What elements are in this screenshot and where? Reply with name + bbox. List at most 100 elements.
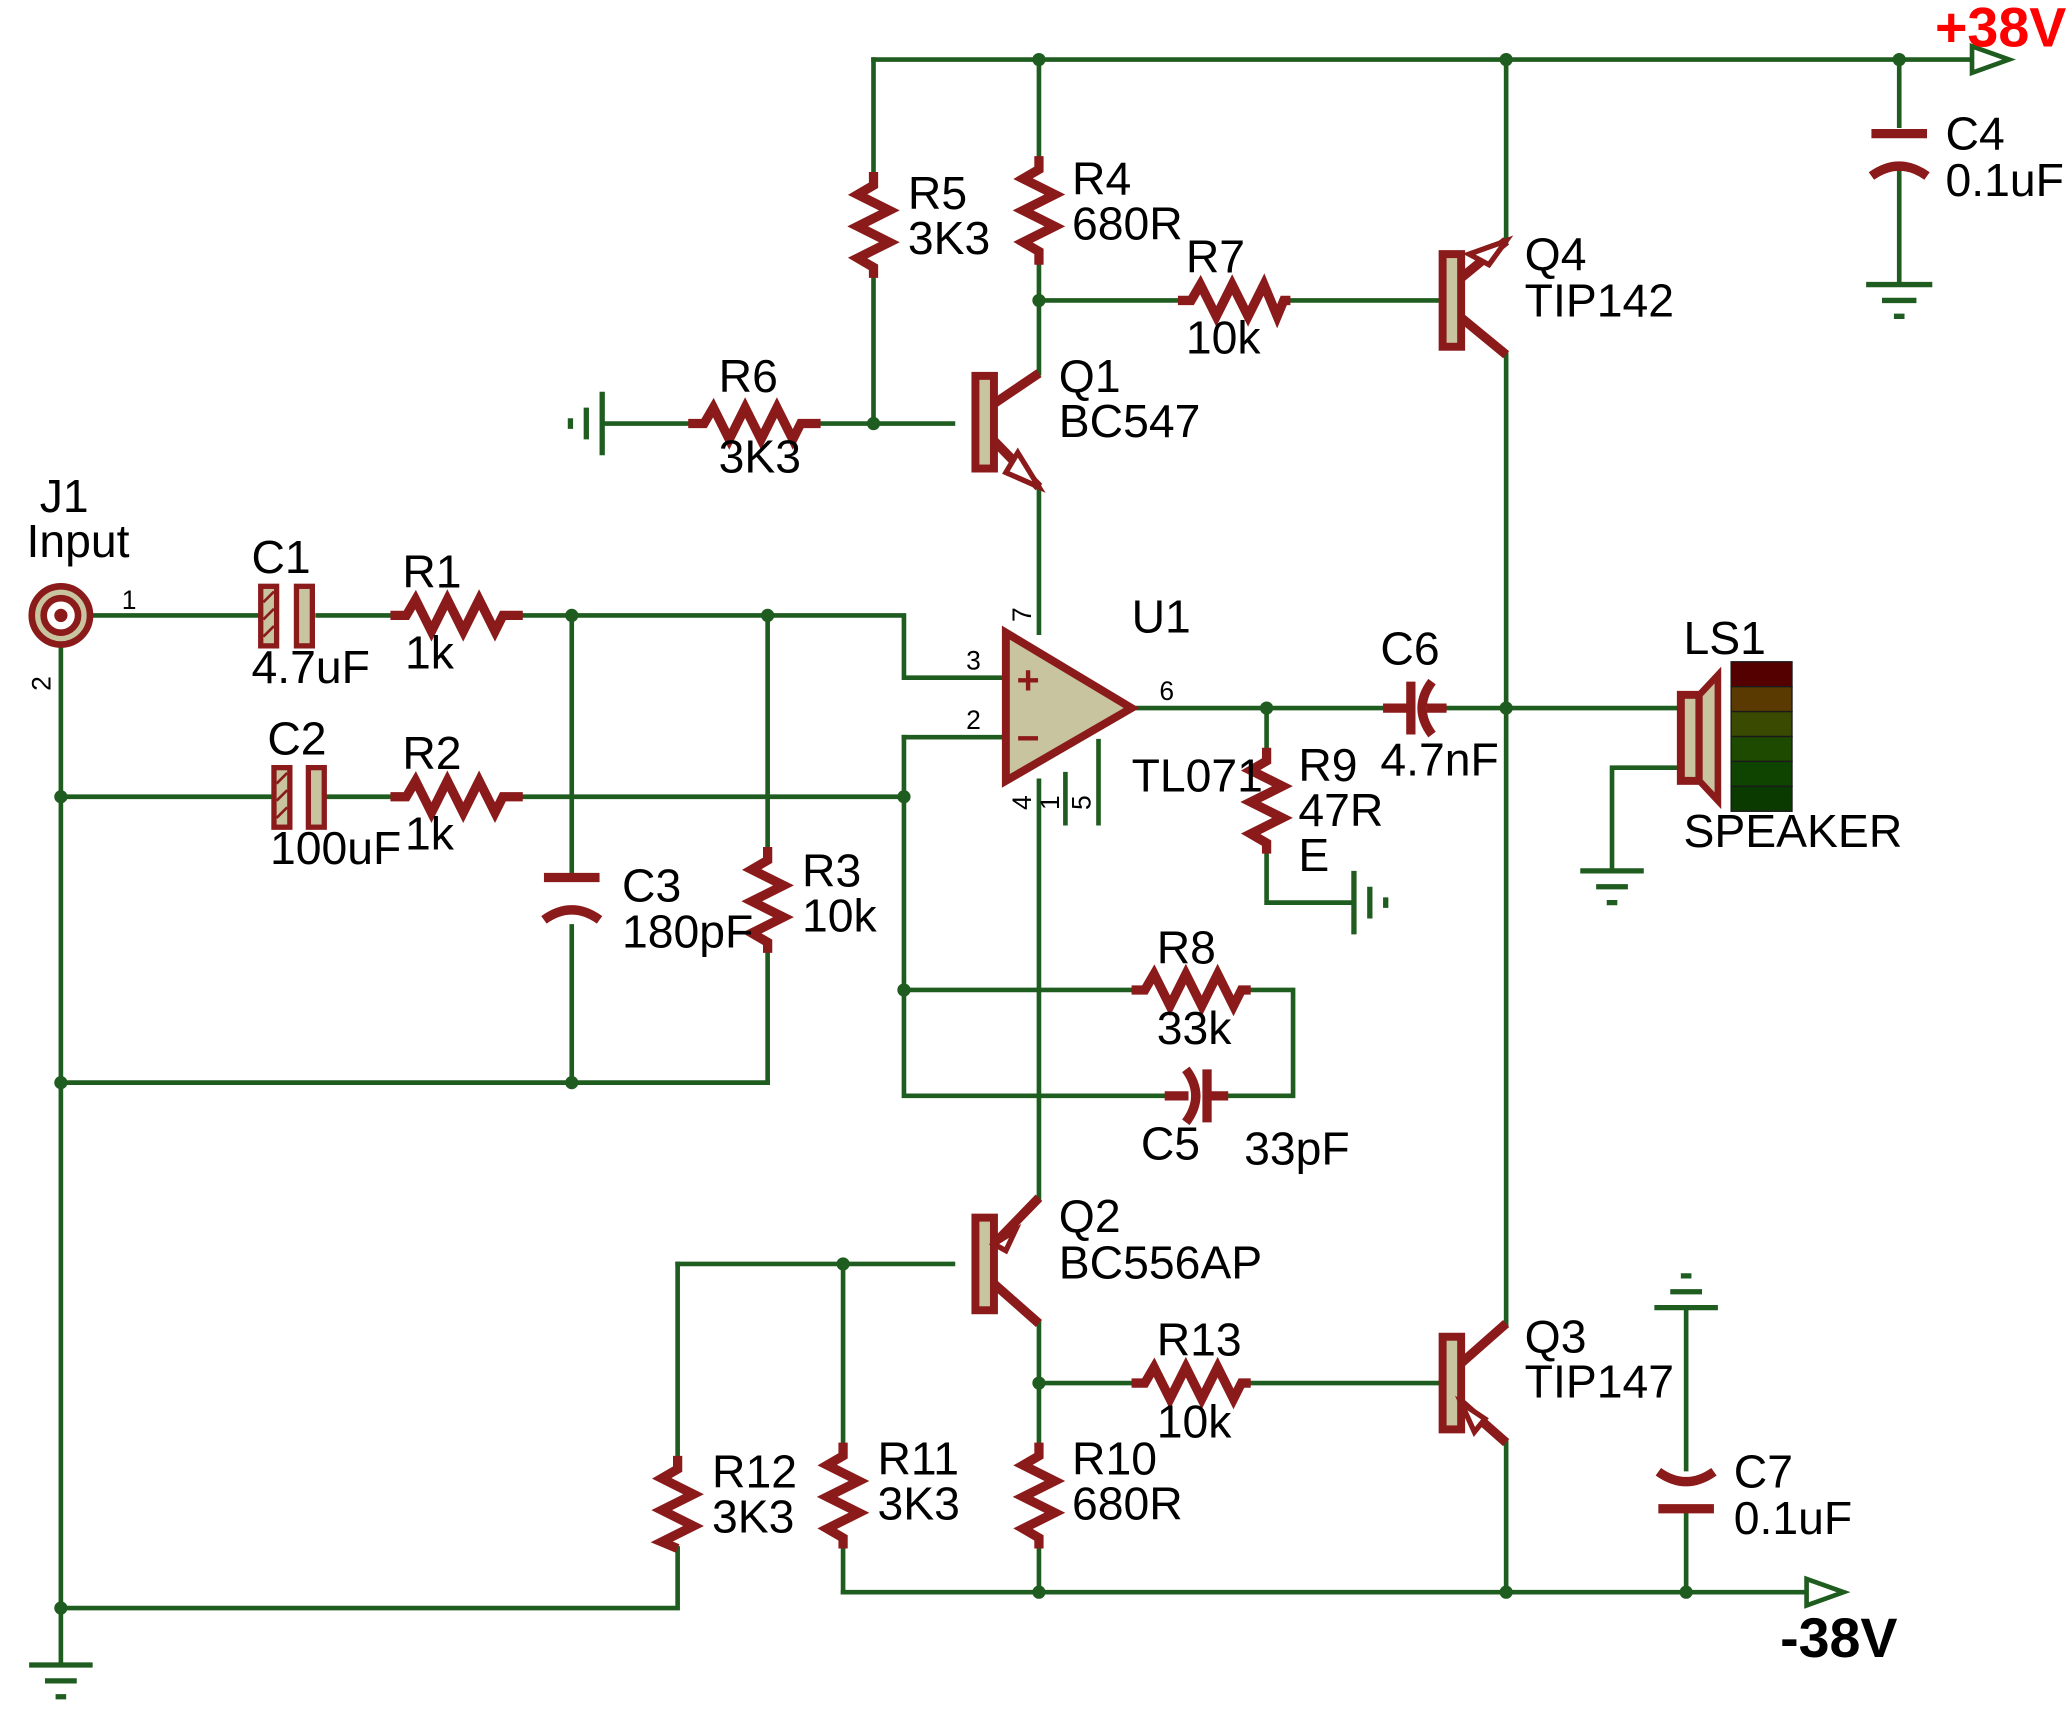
speaker-level-segment [1730,710,1793,738]
svg-text:3K3: 3K3 [712,1491,794,1543]
svg-text:R2: R2 [402,727,461,779]
resistor-r9: R9 47R E [1240,739,1383,881]
svg-text:R8: R8 [1157,922,1216,974]
svg-text:3K3: 3K3 [877,1477,959,1529]
svg-text:LS1: LS1 [1683,612,1765,664]
resistor-r7: R7 10k [1177,231,1291,363]
capacitor-c5: C5 33pF [1141,1066,1350,1175]
svg-text:1: 1 [122,585,137,615]
svg-text:4: 4 [1007,795,1037,810]
svg-text:SPEAKER: SPEAKER [1683,805,1902,857]
svg-text:4.7nF: 4.7nF [1380,734,1498,786]
svg-text:6: 6 [1159,676,1174,706]
svg-text:−: − [1016,717,1039,761]
svg-text:33pF: 33pF [1244,1123,1350,1175]
resistor-r6: R6 3K3 [688,350,821,482]
svg-text:Input: Input [26,515,129,567]
svg-text:-38V: -38V [1780,1607,1897,1669]
svg-text:TL071: TL071 [1132,749,1263,801]
svg-text:R5: R5 [908,167,967,219]
resistor-r5: R5 3K3 [847,167,990,278]
resistor-r2: R2 1k [390,727,523,860]
junction-dots [54,52,1906,1615]
svg-text:47R: 47R [1298,784,1383,836]
speaker-level-segment [1730,760,1793,788]
positive-rail-terminal: +38V [1935,0,2066,77]
svg-text:U1: U1 [1132,591,1191,643]
svg-text:R3: R3 [802,845,861,897]
capacitor-c3: C3 180pF [541,859,753,958]
resistor-r11: R11 3K3 [816,1432,960,1549]
capacitor-c7: C7 0.1uF [1655,1446,1852,1544]
speaker-level-segment [1730,735,1793,763]
svg-text:Q1: Q1 [1059,350,1121,402]
svg-text:100uF: 100uF [270,822,401,874]
svg-text:BC547: BC547 [1059,395,1201,447]
svg-text:R10: R10 [1072,1432,1157,1484]
svg-text:C6: C6 [1380,622,1439,674]
svg-text:1k: 1k [405,626,455,678]
svg-text:R13: R13 [1157,1313,1242,1365]
capacitor-c2: C2 100uF [267,712,401,874]
svg-text:7: 7 [1007,607,1037,622]
ground-symbol [29,281,1933,1700]
speaker-level-meter [1730,661,1793,812]
svg-text:180pF: 180pF [622,906,753,958]
svg-text:680R: 680R [1072,198,1183,250]
svg-text:C5: C5 [1141,1117,1200,1169]
speaker-ls1: LS1 SPEAKER [1676,612,1902,857]
svg-text:2: 2 [966,705,981,735]
input-connector-j1: J1 Input 1 2 [26,470,136,691]
svg-text:J1: J1 [40,470,89,522]
svg-text:E: E [1298,829,1329,881]
svg-text:R11: R11 [877,1432,959,1484]
svg-text:680R: 680R [1072,1477,1183,1529]
transistor-q2: Q2 BC556AP [971,1190,1262,1327]
svg-text:C3: C3 [622,859,681,911]
wires [58,57,1975,1664]
svg-text:10k: 10k [1186,311,1262,363]
svg-text:3K3: 3K3 [719,430,801,482]
resistor-r13: R13 10k [1131,1313,1251,1447]
svg-text:TIP142: TIP142 [1525,274,1674,326]
capacitor-c6: C6 4.7nF [1380,622,1498,785]
resistor-r8: R8 33k [1131,922,1251,1054]
speaker-level-segment [1730,661,1793,688]
svg-text:R6: R6 [719,350,778,402]
capacitor-c4: C4 0.1uF [1868,108,2064,206]
svg-text:3: 3 [966,646,981,676]
resistor-r4: R4 680R [1012,153,1183,265]
svg-text:Q4: Q4 [1525,228,1587,280]
svg-text:0.1uF: 0.1uF [1946,154,2064,206]
resistor-r10: R10 680R [1012,1432,1183,1549]
svg-text:R7: R7 [1186,231,1245,283]
svg-text:R4: R4 [1072,153,1131,205]
svg-text:1k: 1k [405,808,455,860]
transistor-q1: Q1 BC547 [971,350,1201,493]
speaker-level-segment [1730,785,1793,812]
svg-text:C7: C7 [1734,1446,1793,1498]
svg-text:C1: C1 [251,531,310,583]
resistor-r3: R3 10k [741,845,878,953]
transistor-q4: Q4 TIP142 [1438,228,1674,359]
svg-text:+: + [1016,659,1039,703]
svg-text:3K3: 3K3 [908,212,990,264]
svg-text:10k: 10k [802,890,878,942]
svg-text:BC556AP: BC556AP [1059,1237,1262,1289]
svg-text:Q2: Q2 [1059,1190,1121,1242]
svg-text:5: 5 [1067,795,1097,810]
svg-text:R1: R1 [402,546,461,598]
svg-text:R12: R12 [712,1446,797,1498]
svg-text:1: 1 [1035,795,1065,810]
opamp-u1: + − U1 TL071 3 2 6 7 4 1 5 [966,591,1263,810]
capacitor-c1: C1 4.7uF [251,531,369,693]
transistor-q3: Q3 TIP147 [1438,1311,1674,1447]
resistor-r1: R1 1k [390,546,523,678]
svg-text:10k: 10k [1157,1395,1233,1447]
svg-text:TIP147: TIP147 [1525,1356,1674,1408]
speaker-level-segment [1730,686,1793,713]
svg-text:C2: C2 [267,712,326,764]
svg-text:+38V: +38V [1935,0,2066,58]
svg-text:4.7uF: 4.7uF [251,641,369,693]
